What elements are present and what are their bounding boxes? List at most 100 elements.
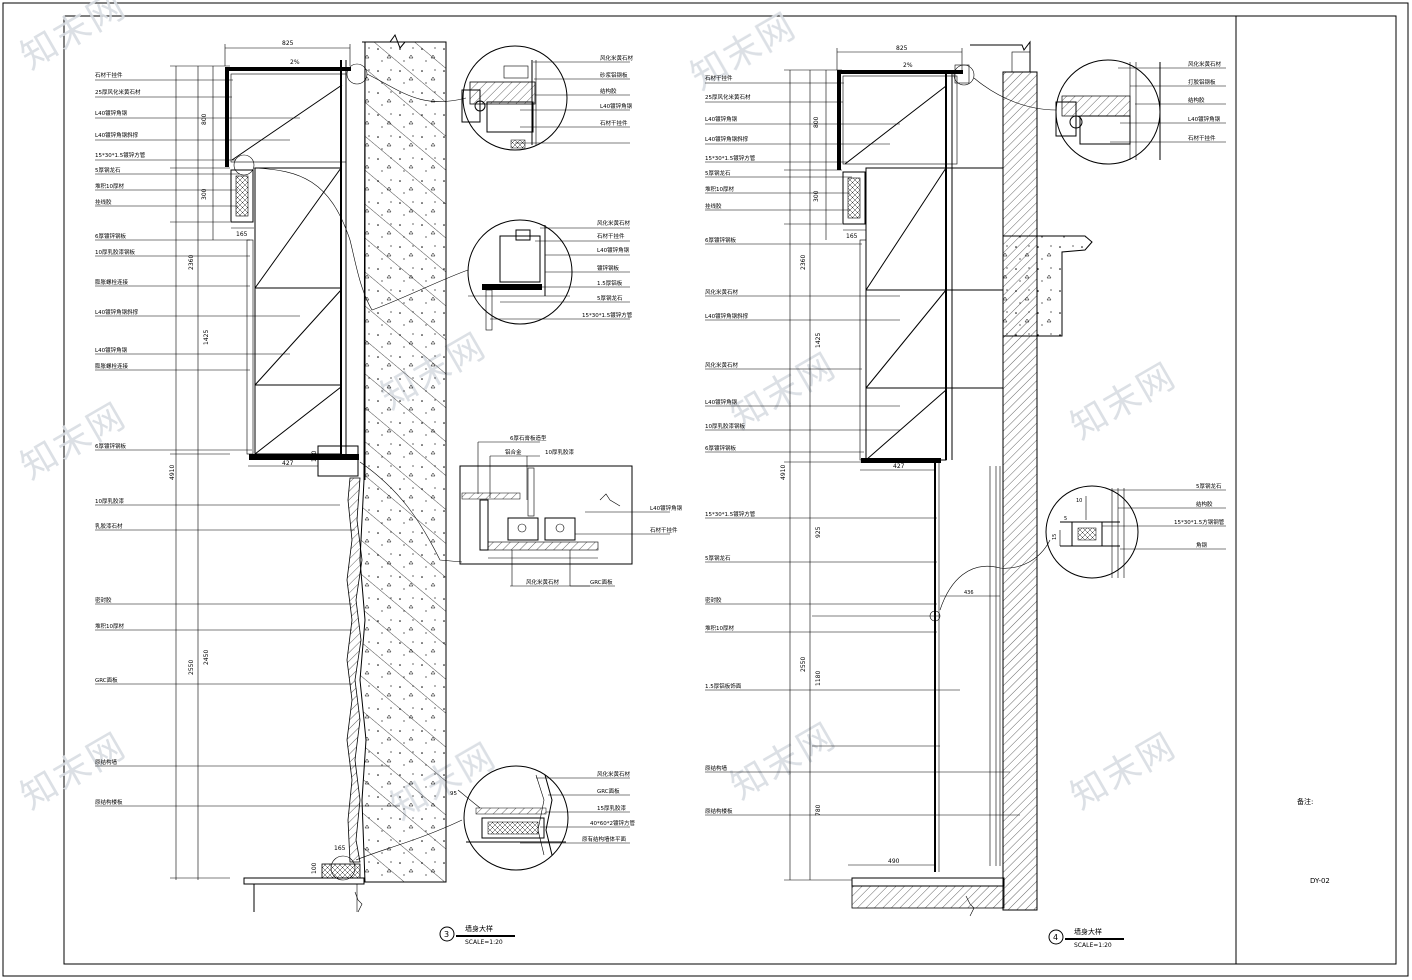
d4-callout-1: 风化米黄石材 打胶铝钢板 结构胶 L40镀锌角钢 石材干挂件 xyxy=(1055,59,1226,165)
d3-label-8: 挂线胶 xyxy=(95,198,112,206)
d4-title: 墙身大样 xyxy=(1074,927,1102,936)
d3-label-5: 15*30*1.5镀锌方管 xyxy=(95,151,146,159)
d4-label-17: 5厚钢龙石 xyxy=(705,554,731,562)
note-label: 备注: xyxy=(1297,797,1313,806)
floor-slab xyxy=(1002,235,1093,337)
d3-label-1: 石材干挂件 xyxy=(95,71,123,79)
dim-100b: 100 xyxy=(311,862,318,874)
d4-dim-165: 165 xyxy=(846,233,858,240)
d3-c4-label-3: 40*60*2镀锌方管 xyxy=(590,819,635,827)
d3-label-2: 25厚风化米黄石材 xyxy=(95,88,141,96)
d4-dim-1425: 1425 xyxy=(815,333,822,348)
d3-c1-label-1: 砂浆铝钢板 xyxy=(600,71,628,79)
d4-c1-label-4: 石材干挂件 xyxy=(1188,134,1216,142)
dim-top-width: 825 xyxy=(282,40,294,47)
d4-label-18: 密封胶 xyxy=(705,596,722,604)
d4-dim-4910: 4910 xyxy=(780,465,787,480)
d4-dim-15: 15 xyxy=(1052,534,1058,540)
d4-label-14: 10厚乳胶漆钢板 xyxy=(705,422,745,430)
d3-label-16: 10厚乳胶漆 xyxy=(95,497,124,505)
d3-c4-label-0: 风化米黄石材 xyxy=(597,770,631,778)
d3-label-20: GRC面板 xyxy=(95,676,118,684)
d3-c3-label-0: 6厚石膏板造型 xyxy=(510,434,547,442)
d3-title: 墙身大样 xyxy=(465,924,493,933)
d3-c4-label-1: GRC面板 xyxy=(597,787,620,795)
d4-label-8: 挂线胶 xyxy=(705,202,722,210)
d4-dim-1180: 1180 xyxy=(815,671,822,686)
dim-427: 427 xyxy=(282,460,294,467)
d4-c1-label-3: L40镀锌角钢 xyxy=(1188,115,1221,123)
d3-label-19: 堆积10厚材 xyxy=(95,622,124,630)
d4-callout-2: 10 15 5 5厚钢龙石 结构胶 15*30*1.5方钢钢管 角钢 xyxy=(1045,482,1226,579)
d4-label-13: L40镀锌角钢 xyxy=(705,398,738,406)
dim-2450: 2450 xyxy=(203,650,210,665)
dim-800: 800 xyxy=(201,113,208,125)
dim-300: 300 xyxy=(201,188,208,200)
d3-c4-label-4: 原有结构墙体平面 xyxy=(582,835,627,843)
d4-label-4: L40镀锌角钢斜撑 xyxy=(705,135,749,143)
d4-c1-label-1: 打胶铝钢板 xyxy=(1188,78,1216,86)
d3-c3-label-1: 铝合金 xyxy=(505,448,522,456)
d3-number: 3 xyxy=(444,930,449,939)
d4-dim-490: 490 xyxy=(888,858,900,865)
d3-c3-label-5: 风化米黄石材 xyxy=(526,578,560,586)
d4-label-7: 堆积10厚材 xyxy=(705,185,734,193)
d4-c2-label-3: 角钢 xyxy=(1196,541,1208,549)
d4-dim-800: 800 xyxy=(813,116,820,128)
d3-c1-label-4: 石材干挂件 xyxy=(600,119,628,127)
d3-label-15: 6厚镀锌钢板 xyxy=(95,442,126,450)
dim-1425: 1425 xyxy=(203,330,210,345)
d4-c1-label-0: 风化米黄石材 xyxy=(1188,60,1222,68)
dim-2550: 2550 xyxy=(188,660,195,675)
d3-c3-label-2: 10厚乳胶漆 xyxy=(545,448,574,456)
d3-label-22: 原结构楼板 xyxy=(95,798,123,806)
d3-label-12: L40镀锌角钢斜撑 xyxy=(95,308,139,316)
d3-c2-label-3: 镀锌钢板 xyxy=(597,264,620,272)
d3-label-4: L40镀锌角钢斜撑 xyxy=(95,131,139,139)
svg-text:95: 95 xyxy=(450,791,457,797)
d3-c2-label-6: 15*30*1.5镀锌方管 xyxy=(582,311,633,319)
d3-callout-1: 风化米黄石材 砂浆铝钢板 结构胶 L40镀锌角钢 石材干挂件 xyxy=(461,45,634,151)
detail-3: 825 2% 800 300 165 2360 1425 4910 427 10… xyxy=(95,33,683,946)
d3-label-6: 5厚钢龙石 xyxy=(95,166,121,174)
d3-label-3: L40镀锌角钢 xyxy=(95,109,128,117)
d3-c2-label-5: 5厚钢龙石 xyxy=(597,294,623,302)
d4-c1-label-2: 结构胶 xyxy=(1188,96,1205,104)
d3-label-10: 10厚乳胶漆钢板 xyxy=(95,248,135,256)
d3-callout-4: 95 风化米黄石材 GRC面板 15厚乳胶漆 40*60*2镀锌方管 原有结构墙… xyxy=(450,765,635,871)
d3-c1-label-3: L40镀锌角钢 xyxy=(600,102,633,110)
d3-c4-label-2: 15厚乳胶漆 xyxy=(597,804,626,812)
d3-c3-label-6: GRC面板 xyxy=(590,578,613,586)
d4-c2-label-1: 结构胶 xyxy=(1196,500,1213,508)
dim-4910: 4910 xyxy=(169,465,176,480)
svg-text:知末网: 知末网 xyxy=(684,5,803,98)
d4-number: 4 xyxy=(1053,933,1058,942)
d4-dim-300: 300 xyxy=(813,190,820,202)
d3-label-13: L40镀锌角钢 xyxy=(95,346,128,354)
d3-label-9: 6厚镀锌钢板 xyxy=(95,232,126,240)
dim-100: 100 xyxy=(311,450,318,462)
d3-title-mark: 3 墙身大样 SCALE=1:20 xyxy=(439,924,515,946)
d3-label-7: 堆积10厚材 xyxy=(95,182,124,190)
d3-c1-label-2: 结构胶 xyxy=(600,87,617,95)
d4-label-11: L40镀锌角钢斜撑 xyxy=(705,312,749,320)
d4-label-20: 1.5厚铝板饰面 xyxy=(705,682,742,690)
d3-c2-label-1: 石材干挂件 xyxy=(597,232,625,240)
d4-scale: SCALE=1:20 xyxy=(1074,942,1112,949)
d3-c3-label-3: L40镀锌角钢 xyxy=(650,504,683,512)
d4-label-19: 堆积10厚材 xyxy=(705,624,734,632)
d3-c2-label-2: L40镀锌角钢 xyxy=(597,246,630,254)
d3-label-21: 原结构墙 xyxy=(95,758,118,766)
wall-strip xyxy=(1002,71,1038,911)
svg-text:知末网: 知末网 xyxy=(14,395,133,488)
d4-label-12: 风化米黄石材 xyxy=(705,361,739,369)
d3-callout-2: 风化米黄石材 石材干挂件 L40镀锌角钢 镀锌钢板 1.5厚铝板 5厚钢龙石 1… xyxy=(467,219,633,331)
d4-title-mark: 4 墙身大样 SCALE=1:20 xyxy=(1048,927,1124,949)
d4-dim-436: 436 xyxy=(964,590,974,596)
d3-c1-label-0: 风化米黄石材 xyxy=(600,54,634,62)
d3-c2-label-0: 风化米黄石材 xyxy=(597,219,631,227)
d4-label-5: 15*30*1.5镀锌方管 xyxy=(705,154,756,162)
d4-c2-label-2: 15*30*1.5方钢钢管 xyxy=(1174,518,1225,526)
